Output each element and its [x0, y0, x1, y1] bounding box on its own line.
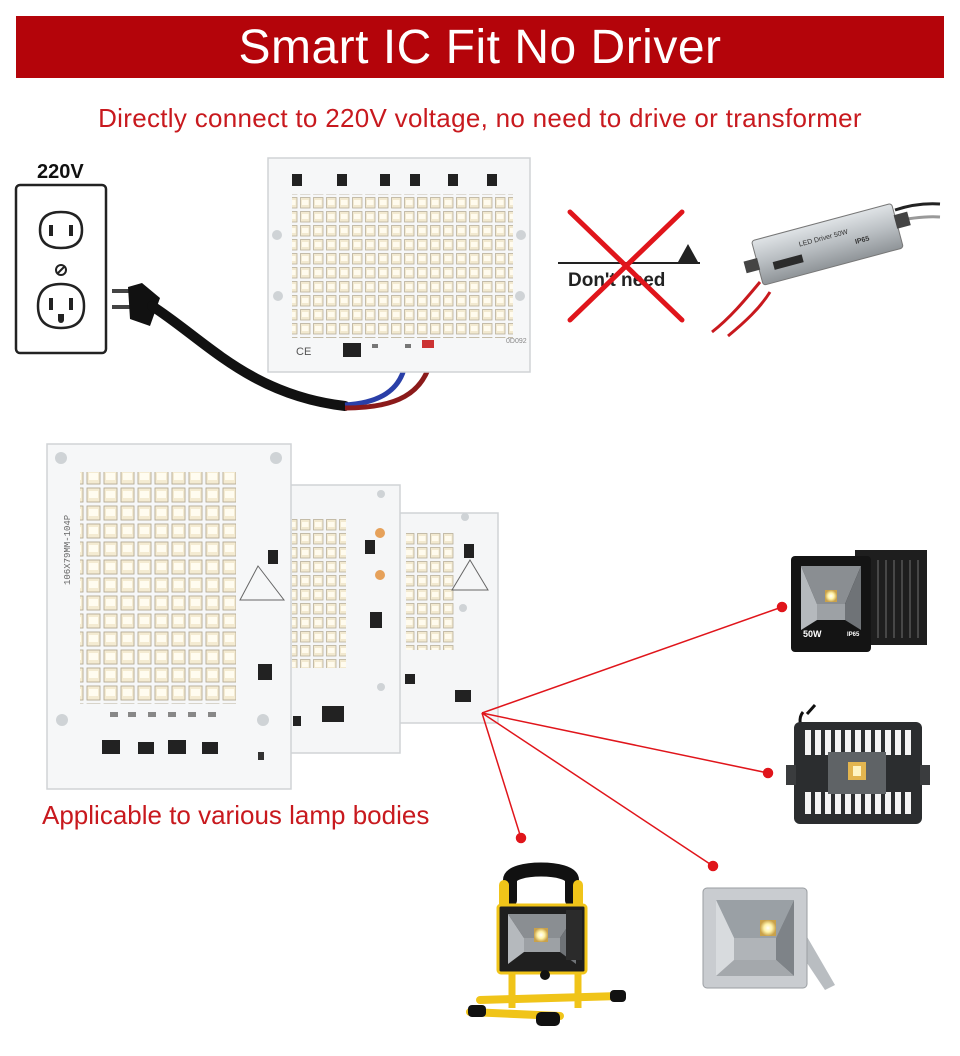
ce-mark: CE: [296, 346, 311, 358]
dot-cage-floodlight: [762, 767, 774, 779]
page-title: Smart IC Fit No Driver: [238, 20, 722, 74]
top-led-board: CE 0D092: [267, 157, 531, 373]
floodlight-50w: 50W IP65: [791, 550, 927, 652]
top-board-code: 0D092: [506, 338, 527, 345]
dont-need-sign: Don't need: [558, 209, 700, 323]
medium-led-board: 10084: [245, 484, 401, 754]
portable-work-light: [466, 862, 626, 1026]
outlet-socket-top: [38, 210, 84, 250]
dot-50w-floodlight: [776, 601, 788, 613]
cage-floodlight: [786, 704, 930, 824]
dot-silver-floodlight: [707, 860, 719, 872]
floodlight-wattage: 50W: [803, 629, 822, 639]
connector-lines: [481, 601, 788, 872]
dont-need-label: Don't need: [568, 270, 665, 291]
large-board-code: 106X79MM-104P: [63, 515, 73, 585]
subtitle: Directly connect to 220V voltage, no nee…: [98, 103, 862, 133]
driver-rating: IP65: [854, 235, 870, 246]
wall-outlet: [14, 183, 108, 355]
voltage-label: 220V: [37, 161, 84, 183]
led-driver: LED Driver 50W IP65: [711, 202, 941, 338]
lamp-caption: Applicable to various lamp bodies: [42, 800, 430, 830]
floodlight-rating: IP65: [847, 632, 860, 638]
header-banner: Smart IC Fit No Driver: [16, 16, 944, 78]
cross-line-2: [567, 209, 685, 323]
outlet-socket-bottom: [36, 282, 86, 330]
small-led-board: [397, 512, 499, 724]
large-led-board: 106X79MM-104P: [46, 443, 292, 790]
silver-floodlight: [702, 887, 835, 990]
dot-work-light: [515, 832, 527, 844]
